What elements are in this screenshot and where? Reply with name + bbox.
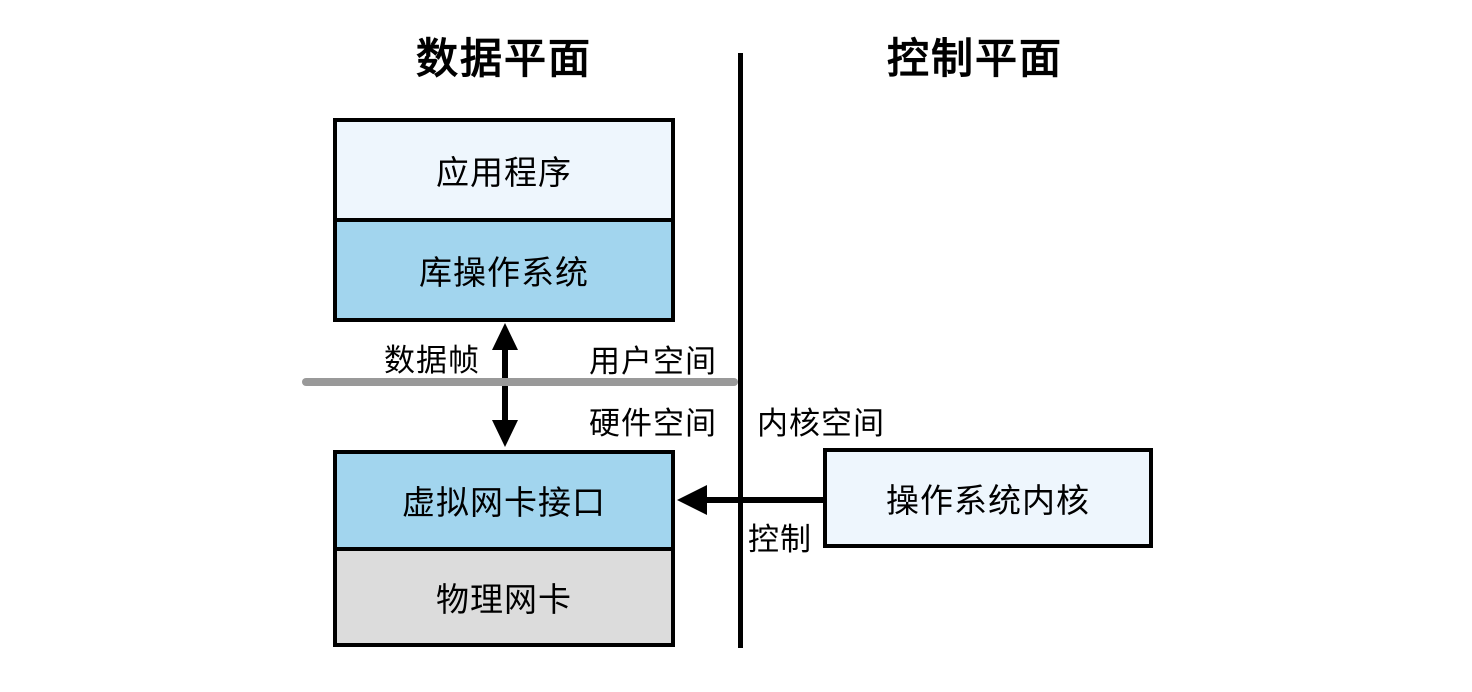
- data-plane-title: 数据平面: [415, 34, 592, 83]
- virtual-nic-box: 虚拟网卡接口: [337, 454, 671, 547]
- application-box: 应用程序: [337, 122, 671, 218]
- library-os-box: 库操作系统: [337, 218, 671, 318]
- data-frame-arrow-down-icon: [492, 420, 518, 447]
- user-stack: 应用程序 库操作系统: [333, 118, 675, 322]
- kernel-space-label: 内核空间: [757, 406, 885, 442]
- user-hardware-boundary-line: [302, 378, 738, 386]
- control-plane-title: 控制平面: [886, 34, 1063, 83]
- physical-nic-box: 物理网卡: [337, 546, 671, 643]
- hardware-stack: 虚拟网卡接口 物理网卡: [333, 450, 675, 647]
- control-label: 控制: [748, 522, 812, 558]
- user-space-label: 用户空间: [589, 344, 717, 380]
- hardware-space-label: 硬件空间: [589, 406, 717, 442]
- plane-divider-line: [738, 53, 743, 648]
- os-kernel-box: 操作系统内核: [823, 448, 1153, 548]
- control-arrow-shaft: [700, 497, 823, 503]
- data-frame-label: 数据帧: [384, 343, 480, 379]
